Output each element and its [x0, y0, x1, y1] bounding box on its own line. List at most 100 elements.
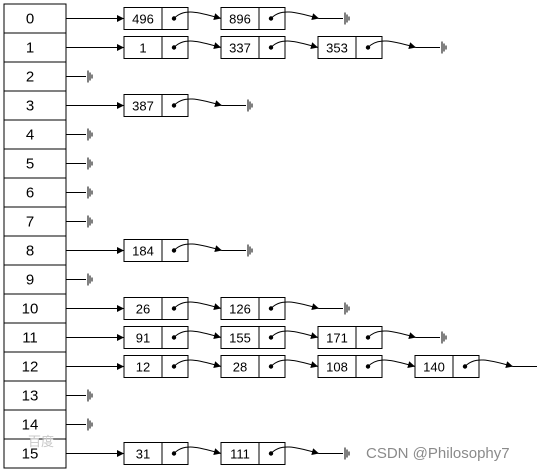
null-ground-icon: [247, 99, 253, 112]
table-slot-7: 7: [3, 206, 67, 237]
list-node-337: 337: [220, 36, 286, 59]
table-slot-6: 6: [3, 177, 67, 208]
list-node-1: 1: [123, 36, 189, 59]
table-slot-8: 8: [3, 235, 67, 266]
tail-pointer-arrow: [464, 359, 514, 369]
tail-pointer-arrow: [270, 301, 320, 311]
next-pointer-arrow: [173, 330, 222, 339]
table-slot-label: 2: [26, 69, 34, 86]
list-node-171: 171: [317, 326, 383, 349]
table-slot-box: [3, 322, 67, 353]
table-slot-0: 0: [3, 3, 67, 34]
node-value-label: 26: [136, 302, 150, 317]
table-slot-label: 1: [26, 40, 34, 57]
table-slot-10: 10: [3, 293, 67, 324]
node-value-label: 353: [326, 41, 348, 56]
table-slot-label: 8: [26, 243, 34, 260]
null-ground-icon: [87, 389, 93, 402]
null-ground-icon: [441, 41, 447, 54]
next-pointer-arrow: [270, 330, 319, 339]
table-slot-box: [3, 3, 67, 34]
null-ground-icon: [344, 302, 350, 315]
node-value-label: 111: [230, 447, 250, 462]
node-value-label: 896: [229, 12, 251, 27]
table-slot-label: 3: [26, 98, 34, 115]
table-slot-11: 11: [3, 322, 67, 353]
table-slot-13: 13: [3, 380, 67, 411]
watermark: 百度 CSDN @Philosophy7: [28, 434, 510, 462]
table-slot-2: 2: [3, 61, 67, 92]
table-slot-box: [3, 148, 67, 179]
tail-pointer-arrow: [173, 243, 223, 253]
null-ground-icon: [87, 186, 93, 199]
table-slot-box: [3, 90, 67, 121]
null-ground-icon: [87, 70, 93, 83]
node-value-label: 108: [326, 360, 348, 375]
tail-pointer-arrow: [270, 11, 320, 21]
list-node-155: 155: [220, 326, 286, 349]
table-slot-9: 9: [3, 264, 67, 295]
list-node-496: 496: [123, 7, 189, 30]
null-ground-icon: [87, 215, 93, 228]
table-slot-label: 5: [26, 156, 34, 173]
table-slot-label: 14: [22, 417, 39, 434]
list-node-91: 91: [123, 326, 189, 349]
table-slot-label: 10: [22, 301, 39, 318]
table-slot-box: [3, 177, 67, 208]
table-slot-box: [3, 206, 67, 237]
next-pointer-arrow: [173, 40, 222, 49]
node-value-label: 12: [136, 360, 150, 375]
table-slot-label: 11: [22, 330, 38, 347]
null-ground-icon: [87, 273, 93, 286]
table-slot-label: 6: [26, 185, 34, 202]
chains: 496 896 1 337 353 387 184 26 126 91 155 171 12 28 108 1…: [66, 7, 537, 465]
table-slot-box: [3, 264, 67, 295]
list-node-111: 111: [220, 442, 286, 465]
table-slot-15: 15: [3, 438, 67, 469]
list-node-184: 184: [123, 239, 189, 262]
node-value-label: 387: [132, 99, 154, 114]
tail-pointer-arrow: [173, 98, 223, 108]
node-value-label: 337: [229, 41, 251, 56]
table-slot-label: 0: [26, 11, 34, 28]
table-slot-box: [3, 293, 67, 324]
table-slot-14: 14: [3, 409, 67, 440]
list-node-387: 387: [123, 94, 189, 117]
node-value-label: 126: [229, 302, 251, 317]
list-node-12: 12: [123, 355, 189, 378]
table-slot-label: 9: [26, 272, 34, 289]
null-ground-icon: [344, 447, 350, 460]
table-slot-12: 12: [3, 351, 67, 382]
node-value-label: 28: [233, 360, 247, 375]
tail-pointer-arrow: [367, 40, 417, 50]
list-node-108: 108: [317, 355, 383, 378]
table-slot-3: 3: [3, 90, 67, 121]
table-slot-label: 12: [22, 359, 39, 376]
brand-watermark: 百度: [28, 434, 54, 449]
table-slot-5: 5: [3, 148, 67, 179]
list-node-31: 31: [123, 442, 189, 465]
node-value-label: 91: [136, 331, 150, 346]
null-ground-icon: [87, 128, 93, 141]
table-slot-label: 4: [26, 127, 34, 144]
list-node-896: 896: [220, 7, 286, 30]
list-node-140: 140: [414, 355, 480, 378]
table-slot-4: 4: [3, 119, 67, 150]
null-ground-icon: [87, 418, 93, 431]
table-slot-label: 15: [22, 446, 39, 463]
list-node-28: 28: [220, 355, 286, 378]
table-slot-1: 1: [3, 32, 67, 63]
table-slot-box: [3, 119, 67, 150]
table-slot-box: [3, 32, 67, 63]
node-value-label: 1: [139, 41, 146, 56]
null-ground-icon: [247, 244, 253, 257]
null-ground-icon: [441, 331, 447, 344]
table-slot-box: [3, 235, 67, 266]
next-pointer-arrow: [270, 40, 319, 49]
next-pointer-arrow: [173, 11, 222, 20]
next-pointer-arrow: [367, 359, 416, 368]
node-value-label: 184: [132, 244, 154, 259]
node-value-label: 31: [136, 447, 150, 462]
